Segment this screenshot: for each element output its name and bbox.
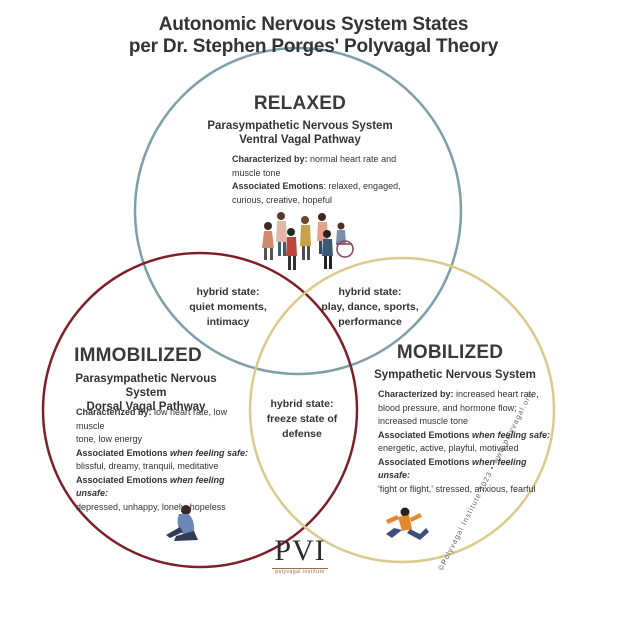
hybrid-ri-line-3: intimacy [206, 316, 250, 328]
group-of-people-icon [262, 212, 354, 270]
mobilized-heading: MOBILIZED [396, 342, 504, 363]
hybrid-relaxed-immobilized: hybrid state: quiet moments, intimacy [178, 285, 278, 330]
running-person-icon [386, 507, 429, 540]
relaxed-pathway-label: Ventral Vagal Pathway [239, 134, 361, 146]
mobilized-circle [248, 256, 556, 564]
immobilized-characterized-text-2: tone, low energy [76, 434, 143, 444]
immobilized-circle [41, 251, 359, 569]
hybrid-immobilized-mobilized: hybrid state: freeze state of defense [256, 397, 348, 442]
relaxed-characterized-text-1: normal heart rate and [307, 154, 397, 164]
pvi-logo-tagline: polyvagal institute [275, 569, 325, 575]
mobilized-characterized-text-2: blood pressure, and hormone flow; [378, 402, 517, 413]
mobilized-safe-label: Associated Emotions [378, 429, 473, 440]
title-line-2: per Dr. Stephen Porges' Polyvagal Theory [128, 36, 499, 57]
mobilized-characterized-label: Characterized by: [378, 389, 454, 399]
hybrid-rm-line-3: performance [338, 316, 402, 328]
hybrid-ri-line-1: hybrid state: [196, 286, 260, 298]
hybrid-ri-line-2: quiet moments, [189, 301, 267, 313]
mobilized-characterized-text-3: increased muscle tone [378, 416, 469, 426]
pvi-logo-mark: PVI [274, 534, 326, 567]
immobilized-system: Parasympathetic Nervous System Dorsal Va… [58, 372, 234, 414]
hybrid-relaxed-mobilized: hybrid state: play, dance, sports, perfo… [314, 285, 426, 330]
mobilized-unsafe-label: Associated Emotions [378, 456, 473, 467]
pvi-logo: PVI polyvagal institute [268, 534, 332, 575]
mobilized-description: Characterized by: increased heart rate, … [378, 388, 553, 496]
immobilized-pathway-label: Dorsal Vagal Pathway [86, 401, 206, 413]
immobilized-characterized-label: Characterized by: [76, 407, 152, 417]
diagram-title: Autonomic Nervous System States per Dr. … [0, 14, 627, 58]
immobilized-safe-label: Associated Emotions [76, 447, 171, 458]
relaxed-emotions-text-2: curious, creative, hopeful [232, 194, 333, 205]
immobilized-system-label: Parasympathetic Nervous System [75, 373, 217, 399]
immobilized-unsafe-label-em: when feeling unsafe: [76, 474, 225, 499]
relaxed-system-label: Parasympathetic Nervous System [207, 120, 393, 132]
relaxed-characterized-text-2: muscle tone [232, 167, 281, 178]
immobilized-unsafe-label: Associated Emotions [76, 474, 171, 485]
hybrid-im-line-1: hybrid state: [270, 398, 334, 410]
relaxed-emotions-label: Associated Emotions [232, 181, 324, 191]
sitting-person-icon [166, 505, 198, 541]
immobilized-description: Characterized by: low heart rate, low mu… [76, 406, 256, 514]
immobilized-characterized-text-1: low heart rate, low muscle [76, 407, 228, 431]
hybrid-rm-line-2: play, dance, sports, [321, 301, 419, 313]
immobilized-heading: IMMOBILIZED [74, 345, 202, 366]
mobilized-system: Sympathetic Nervous System [374, 369, 536, 381]
relaxed-description: Characterized by: normal heart rate and … [232, 153, 402, 207]
relaxed-characterized-label: Characterized by: [232, 154, 308, 164]
immobilized-unsafe-text: depressed, unhappy, lonely, hopeless [76, 501, 226, 512]
hybrid-rm-line-1: hybrid state: [338, 286, 402, 298]
hybrid-im-line-2: freeze state of [266, 413, 338, 425]
mobilized-characterized-text-1: increased heart rate, [453, 389, 539, 399]
mobilized-safe-text: energetic, active, playful, motivated [378, 443, 519, 453]
relaxed-heading: RELAXED [253, 93, 347, 114]
relaxed-system: Parasympathetic Nervous System Ventral V… [200, 119, 400, 147]
title-line-1: Autonomic Nervous System States [158, 14, 469, 35]
immobilized-safe-text: blissful, dreamy, tranquil, meditative [76, 461, 219, 471]
mobilized-unsafe-label-em: when feeling unsafe: [378, 456, 527, 481]
mobilized-safe-label-em: when feeling safe: [472, 429, 551, 440]
hybrid-im-line-3: defense [282, 428, 322, 440]
immobilized-safe-label-em: when feeling safe: [170, 447, 249, 458]
mobilized-unsafe-text: 'fight or flight,' stressed, anxious, fe… [378, 483, 536, 494]
logo-divider [272, 568, 328, 569]
relaxed-circle [133, 46, 463, 376]
relaxed-emotions-text-1: : relaxed, engaged, [323, 181, 401, 191]
